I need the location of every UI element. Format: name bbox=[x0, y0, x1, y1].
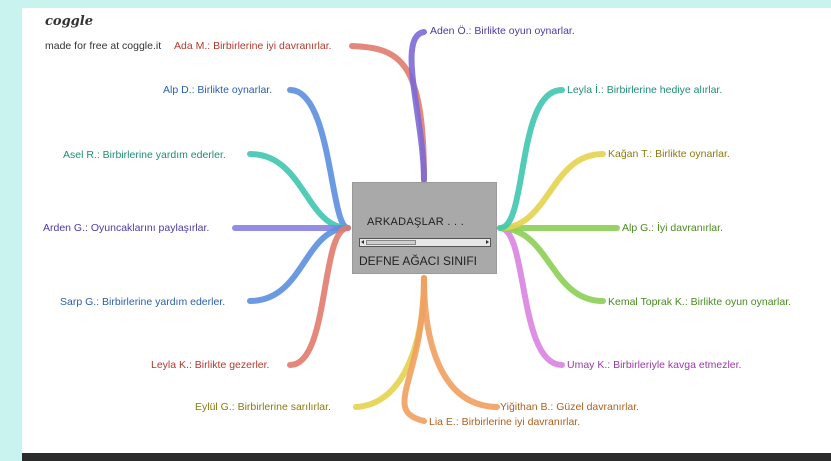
bottom-bar bbox=[22, 453, 831, 461]
branch-label-lia[interactable]: Lia E.: Birbirlerine iyi davranırlar. bbox=[429, 416, 581, 428]
branch-link-sarp bbox=[247, 225, 351, 304]
coggle-logo: coggle bbox=[45, 14, 93, 29]
branch-link-aden bbox=[408, 29, 427, 183]
branch-link-yigit bbox=[421, 275, 500, 410]
branch-label-kemal[interactable]: Kemal Toprak K.: Birlikte oyun oynarlar. bbox=[608, 296, 792, 308]
branch-link-leylak bbox=[287, 225, 351, 368]
scroll-thumb[interactable] bbox=[366, 240, 416, 245]
branch-label-leylai[interactable]: Leyla İ.: Birbirlerine hediye alırlar. bbox=[567, 84, 723, 96]
branch-link-kemal bbox=[497, 225, 606, 304]
branch-label-arden[interactable]: Arden G.: Oyuncaklarını paylaşırlar. bbox=[43, 222, 210, 234]
branch-label-alpg[interactable]: Alp G.: İyi davranırlar. bbox=[622, 222, 723, 234]
credit-text: made for free at coggle.it bbox=[45, 40, 162, 52]
branch-link-eylul bbox=[353, 275, 427, 410]
branch-link-asel bbox=[247, 151, 351, 231]
branch-label-yigit[interactable]: Yiğithan B.: Güzel davranırlar. bbox=[500, 401, 640, 413]
branch-link-alpd bbox=[287, 87, 351, 231]
central-node-title: ARKADAŞLAR . . . bbox=[367, 216, 465, 228]
branch-label-alpd[interactable]: Alp D.: Birlikte oynarlar. bbox=[163, 84, 273, 96]
branch-label-eylul[interactable]: Eylül G.: Birbirlerine sarılırlar. bbox=[195, 401, 331, 413]
central-node-scrollbar[interactable] bbox=[359, 238, 491, 247]
branch-link-umay bbox=[497, 225, 565, 368]
branch-link-leylai bbox=[497, 87, 565, 231]
branch-label-asel[interactable]: Asel R.: Birbirlerine yardım ederler. bbox=[63, 149, 226, 161]
branch-link-lia bbox=[401, 275, 427, 424]
branch-label-ada[interactable]: Ada M.: Birbirlerine iyi davranırlar. bbox=[174, 40, 332, 52]
branch-label-leylak[interactable]: Leyla K.: Birlikte gezerler. bbox=[151, 359, 270, 371]
central-node-subtitle: DEFNE AĞACI SINIFI bbox=[359, 254, 478, 268]
branch-label-sarp[interactable]: Sarp G.: Birbirlerine yardım ederler. bbox=[60, 296, 226, 308]
branch-label-kagan[interactable]: Kağan T.: Birlikte oynarlar. bbox=[608, 148, 730, 160]
central-node[interactable]: ARKADAŞLAR . . . DEFNE AĞACI SINIFI bbox=[352, 182, 497, 274]
scroll-right-icon[interactable] bbox=[486, 240, 489, 244]
branch-label-umay[interactable]: Umay K.: Birbirleriyle kavga etmezler. bbox=[567, 359, 742, 371]
scroll-left-icon[interactable] bbox=[361, 240, 364, 244]
branch-label-aden[interactable]: Aden Ö.: Birlikte oyun oynarlar. bbox=[430, 25, 575, 37]
branch-link-kagan bbox=[497, 151, 606, 231]
